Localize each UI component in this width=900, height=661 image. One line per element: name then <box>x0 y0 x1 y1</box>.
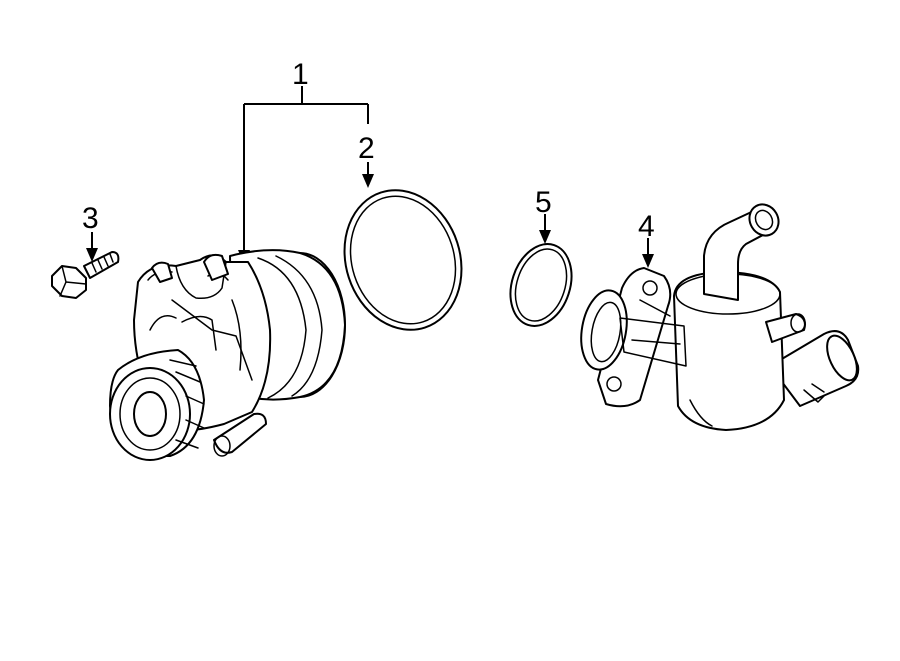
callout-4: 4 <box>638 210 655 243</box>
o-ring-part <box>509 243 573 327</box>
callout-3: 3 <box>82 202 99 235</box>
bolt-part <box>51 251 120 299</box>
thermostat-housing-part <box>580 203 860 431</box>
callout-1: 1 <box>292 58 309 91</box>
water-pump-part <box>109 249 346 461</box>
gasket-large-part <box>343 189 463 331</box>
callout-5: 5 <box>535 186 552 219</box>
callout-2: 2 <box>358 132 375 165</box>
